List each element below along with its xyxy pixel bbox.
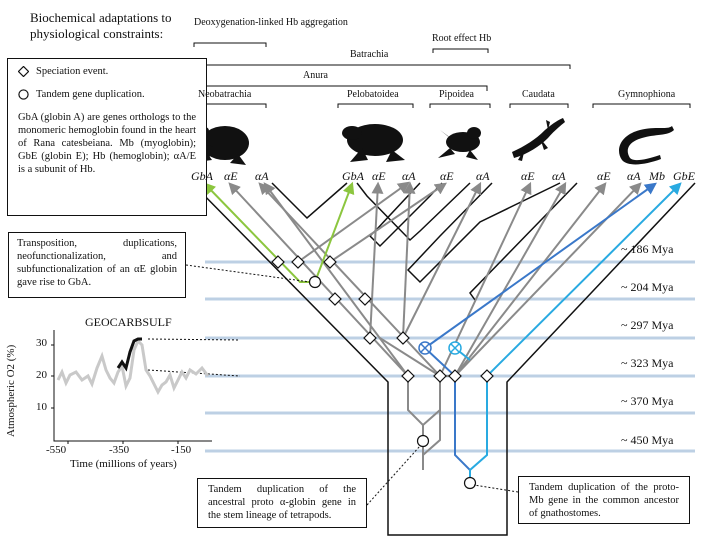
clawed-frog-icon	[438, 127, 481, 160]
mya-label: ~ 323 Mya	[621, 356, 674, 370]
tip-label: αE	[597, 169, 611, 183]
caecilian-icon	[619, 126, 674, 165]
geocarb-ytick: 20	[36, 369, 47, 381]
speciation-diamond	[480, 369, 494, 383]
legend-speciation-label: Speciation event.	[36, 66, 109, 77]
gene-loss-markers	[418, 341, 462, 355]
duplication-circle	[308, 275, 322, 289]
callout-alpha-duplication: Tandem duplication of the ancestral prot…	[197, 478, 367, 528]
clade-label: Pipoidea	[439, 89, 474, 100]
timeline-lines	[205, 260, 695, 453]
tip-label: αA	[402, 169, 416, 183]
legend-box: Speciation event. Tandem gene duplicatio…	[7, 58, 207, 216]
geocarb-xtick: -350	[109, 444, 130, 456]
bracket-label-deoxy: Deoxygenation-linked Hb aggregation	[194, 17, 348, 28]
callout-leaders	[147, 264, 519, 506]
legend-tandem-row: Tandem gene duplication.	[18, 88, 196, 101]
speciation-diamond	[401, 369, 415, 383]
duplication-circle	[463, 476, 477, 490]
alpha-globin-lineages	[228, 181, 642, 470]
animal-silhouettes	[197, 118, 674, 165]
tip-label: Mb	[649, 169, 665, 183]
salamander-icon	[512, 118, 565, 161]
figure-title: Biochemical adaptations to physiological…	[30, 10, 172, 42]
gene-loss-icon	[418, 341, 432, 355]
geocarb-xtick: -150	[171, 444, 192, 456]
bracket-label-batrachia: Batrachia	[350, 49, 389, 60]
mya-label: ~ 204 Mya	[621, 280, 674, 294]
speciation-diamond	[363, 331, 377, 345]
tip-label: αE	[224, 169, 238, 183]
gene-loss-icon	[448, 341, 462, 355]
diamond-icon	[18, 66, 29, 77]
duplication-events	[308, 275, 477, 490]
legend-tandem-label: Tandem gene duplication.	[36, 89, 145, 100]
geocarb-xlabel: Time (millions of years)	[70, 458, 177, 470]
tip-label: αE	[372, 169, 386, 183]
title-line-2: physiological constraints:	[30, 26, 164, 41]
geocarb-ytick: 10	[36, 401, 47, 413]
legend-description: GbA (globin A) are genes orthologs to th…	[18, 112, 196, 175]
speciation-diamond	[433, 369, 447, 383]
mya-label: ~ 370 Mya	[621, 394, 674, 408]
mya-label: ~ 450 Mya	[621, 433, 674, 447]
bracket-label-root-effect: Root effect Hb	[432, 33, 492, 44]
speciation-events	[271, 255, 494, 383]
mya-label: ~ 186 Mya	[621, 242, 674, 256]
circle-icon	[18, 89, 29, 100]
geocarb-ytick: 30	[36, 337, 47, 349]
callout-gba-origin: Transposition, duplications, neofunction…	[8, 232, 186, 298]
speciation-diamond	[396, 331, 410, 345]
clade-label: Caudata	[522, 89, 555, 100]
tip-label: αA	[627, 169, 641, 183]
bracket-label-anura: Anura	[303, 70, 328, 81]
clade-label: Pelobatoidea	[347, 89, 399, 100]
spadefoot-toad-icon	[342, 124, 405, 162]
speciation-diamond	[323, 255, 337, 269]
callout-mb-duplication: Tandem duplication of the proto-Mb gene …	[518, 476, 690, 524]
clade-label: Gymnophiona	[618, 89, 676, 100]
legend-speciation-row: Speciation event.	[18, 65, 196, 78]
mya-label: ~ 297 Mya	[621, 318, 674, 332]
tip-label: αA	[476, 169, 490, 183]
tip-label: αE	[440, 169, 454, 183]
tip-label: GbA	[191, 169, 213, 183]
speciation-diamond	[271, 255, 285, 269]
geocarb-xtick: -550	[46, 444, 67, 456]
title-line-1: Biochemical adaptations to	[30, 10, 172, 25]
geocarb-title: GEOCARBSULF	[85, 315, 172, 329]
speciation-diamond	[291, 255, 305, 269]
tip-label: GbE	[673, 169, 695, 183]
speciation-diamond	[358, 292, 372, 306]
duplication-circle	[416, 434, 430, 448]
tip-label: αE	[521, 169, 535, 183]
tip-label: αA	[255, 169, 269, 183]
tip-label: GbA	[342, 169, 364, 183]
tip-label: αA	[552, 169, 566, 183]
speciation-diamond	[448, 369, 462, 383]
speciation-diamond	[328, 292, 342, 306]
clade-brackets	[182, 42, 691, 108]
geocarb-ylabel: Atmospheric O2 (%)	[5, 344, 17, 437]
clade-label: Neobatrachia	[198, 89, 252, 100]
